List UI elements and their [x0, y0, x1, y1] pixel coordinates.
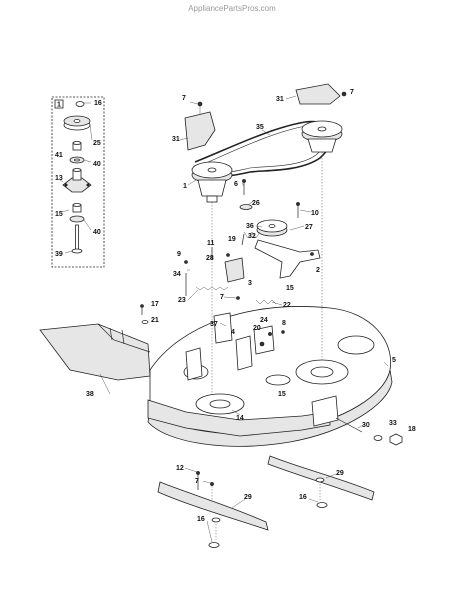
belt-guard-right	[295, 83, 341, 105]
callout-11: 11	[207, 240, 215, 247]
callout-33: 33	[389, 420, 397, 427]
callout-23: 23	[178, 297, 186, 304]
callout-28: 28	[206, 255, 214, 262]
callout-4: 4	[231, 329, 235, 336]
callout-17: 17	[151, 301, 159, 308]
callout-22: 22	[283, 302, 291, 309]
callout-39: 39	[55, 251, 63, 258]
drive-belt	[194, 120, 333, 177]
callout-16: 16	[197, 516, 205, 523]
callout-2: 2	[316, 267, 320, 274]
callout-38: 38	[86, 391, 94, 398]
callout-16: 16	[299, 494, 307, 501]
callout-6: 6	[234, 181, 238, 188]
callout-20: 20	[253, 325, 261, 332]
callout-40: 40	[93, 161, 101, 168]
callout-27: 27	[305, 224, 313, 231]
callout-1: 1	[183, 183, 187, 190]
callout-24: 24	[260, 317, 268, 324]
callout-41: 41	[55, 152, 63, 159]
left-blade	[157, 481, 269, 531]
callout-31: 31	[172, 136, 180, 143]
callout-5: 5	[392, 357, 396, 364]
callout-21: 21	[151, 317, 159, 324]
right-spindle-pulley	[301, 120, 343, 153]
callout-37: 37	[210, 321, 218, 328]
callout-7: 7	[182, 95, 186, 102]
callout-7: 7	[195, 478, 199, 485]
callout-13: 13	[55, 175, 63, 182]
inset-number-label: 1	[57, 102, 61, 109]
callout-19: 19	[228, 236, 236, 243]
callout-34: 34	[173, 271, 181, 278]
mower-deck	[147, 306, 393, 447]
idler-arm	[254, 239, 321, 279]
callout-9: 9	[177, 251, 181, 258]
spindle-assembly-inset: 1	[51, 96, 105, 268]
callout-29: 29	[244, 494, 252, 501]
callout-25: 25	[93, 140, 101, 147]
callout-labels: 16 25 41 40 13 15 40 39 7 31 1 31 7 35 6…	[55, 89, 416, 523]
callout-15: 15	[55, 211, 63, 218]
callout-15: 15	[278, 391, 286, 398]
callout-3: 3	[248, 280, 252, 287]
callout-40: 40	[93, 229, 101, 236]
callout-35: 35	[256, 124, 264, 131]
left-spindle-pulley	[191, 161, 233, 203]
idler-pulley	[256, 219, 288, 237]
callout-32: 32	[248, 233, 256, 240]
discharge-chute	[39, 323, 151, 381]
callout-36: 36	[246, 223, 254, 230]
callout-12: 12	[176, 465, 184, 472]
callout-8: 8	[282, 320, 286, 327]
callout-16: 16	[94, 100, 102, 107]
adjust-bracket	[224, 257, 245, 283]
callout-10: 10	[311, 210, 319, 217]
callout-15: 15	[286, 285, 294, 292]
callout-26: 26	[252, 200, 260, 207]
callout-14: 14	[236, 415, 244, 422]
callout-31: 31	[276, 96, 284, 103]
leader-lines	[99, 95, 389, 543]
callout-29: 29	[336, 470, 344, 477]
callout-18: 18	[408, 426, 416, 433]
callout-7: 7	[350, 89, 354, 96]
callout-30: 30	[362, 422, 370, 429]
callout-7: 7	[220, 294, 224, 301]
belt-guard-left	[184, 111, 216, 151]
watermark: AppliancePartsPros.com	[188, 4, 276, 13]
